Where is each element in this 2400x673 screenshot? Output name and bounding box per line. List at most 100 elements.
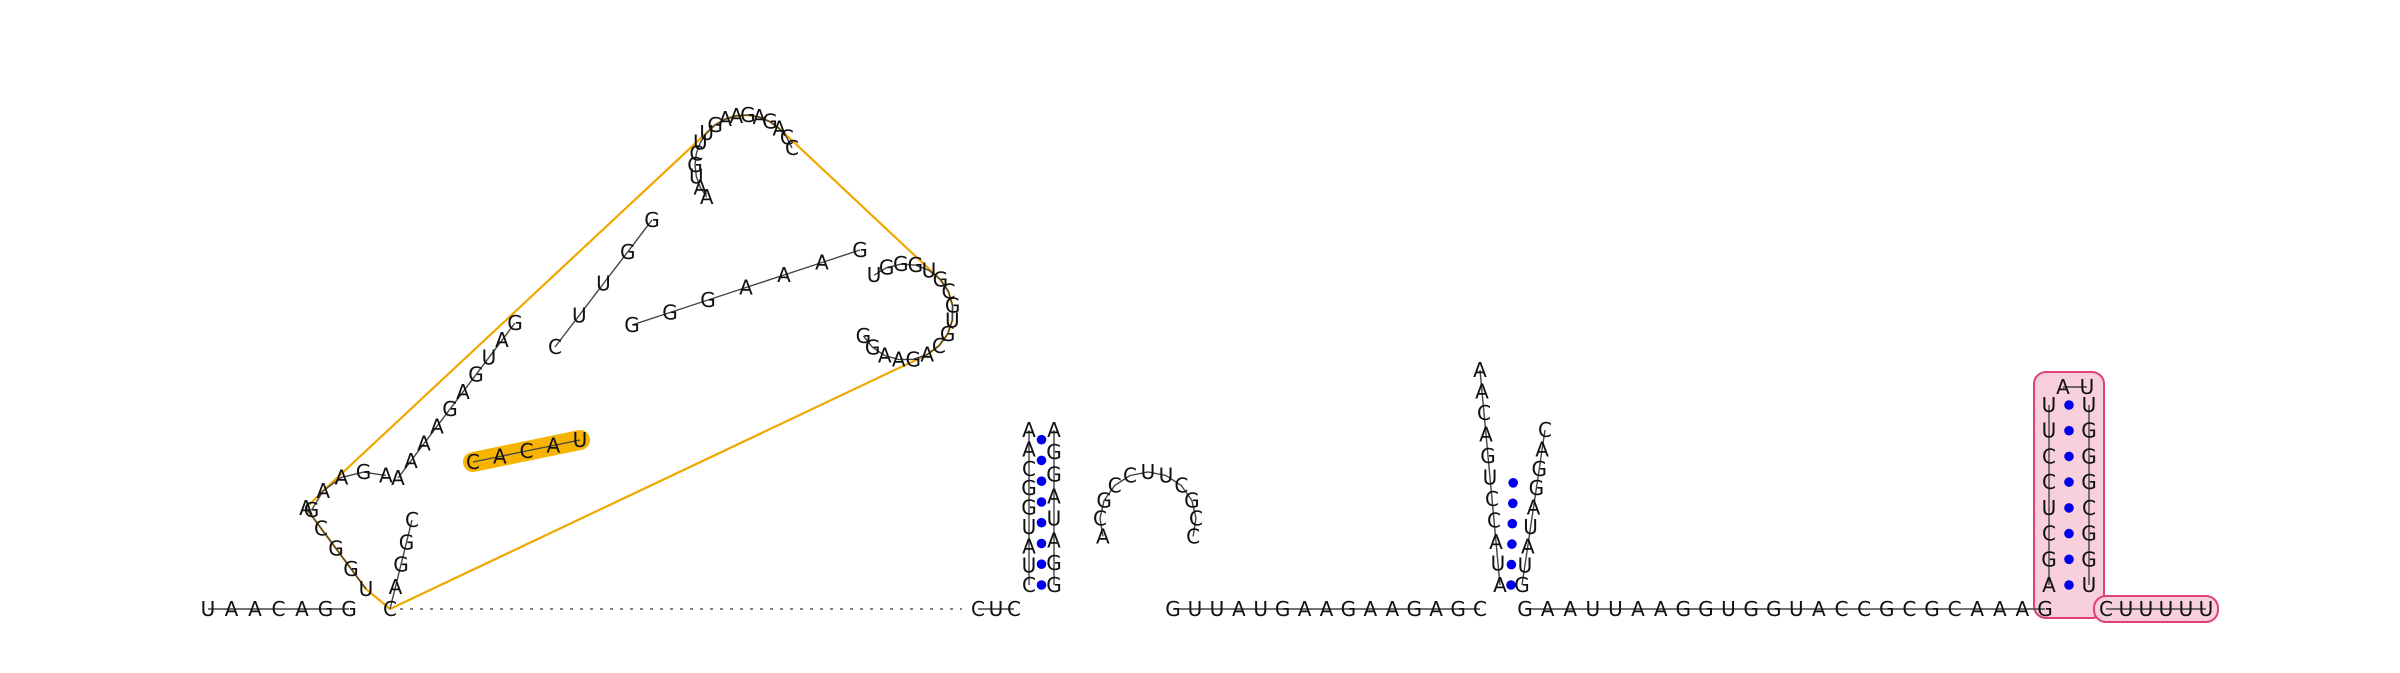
nucleotide: G: [1480, 444, 1496, 468]
nucleotide: A: [777, 263, 791, 287]
backbone-h4_left: [1479, 369, 1501, 586]
nucleotide: G: [906, 347, 922, 371]
nucleotide: U: [1047, 507, 1062, 531]
nucleotide: G: [1275, 597, 1291, 621]
nucleotide: C: [780, 126, 794, 150]
base-pair-dot: [1036, 580, 1047, 590]
nucleotide: G: [1096, 489, 1112, 513]
nucleotide: C: [1485, 487, 1499, 511]
nucleotide: G: [328, 537, 344, 561]
nucleotide: A: [1047, 529, 1061, 553]
nucleotide: C: [314, 516, 328, 540]
nucleotide: A: [1096, 524, 1110, 548]
nucleotide: A: [1527, 496, 1541, 520]
nucleotide: C: [1123, 464, 1137, 488]
nucleotide: A: [1654, 597, 1668, 621]
base-pair-dot: [2064, 451, 2074, 462]
nucleotide: A: [1631, 597, 1645, 621]
nucleotide: G: [1450, 597, 1466, 621]
nucleotide: U: [2159, 597, 2174, 621]
nucleotide: A: [892, 348, 906, 372]
nucleotide: A: [1473, 358, 1487, 382]
nucleotide: A: [1022, 534, 1036, 558]
nucleotide: U: [2042, 496, 2057, 520]
nucleotide: A: [391, 466, 405, 490]
nucleotide: A: [1479, 423, 1493, 447]
nucleotide: U: [2179, 597, 2194, 621]
nucleotide: A: [248, 597, 262, 621]
nucleotide: G: [1021, 476, 1037, 500]
base-pair-dot: [2064, 580, 2074, 590]
nucleotide: G: [687, 153, 703, 177]
nucleotide: A: [2042, 573, 2056, 597]
nucleotide: G: [2081, 547, 2097, 571]
nucleotide: C: [520, 439, 534, 463]
nucleotide: A: [1022, 437, 1036, 461]
nucleotide: G: [399, 530, 415, 554]
nucleotide: A: [495, 328, 509, 352]
nucleotide: G: [762, 110, 778, 134]
nucleotide: G: [1766, 597, 1782, 621]
nucleotide: G: [662, 301, 678, 325]
nucleotide: A: [2056, 375, 2070, 399]
nucleotide: U: [2119, 597, 2134, 621]
nucleotide: G: [624, 313, 640, 337]
nucleotide: A: [1970, 597, 1984, 621]
nucleotide: U: [2042, 393, 2057, 417]
base-pair-dot: [1036, 538, 1047, 549]
nucleotide: U: [572, 303, 587, 327]
base-pair-dot: [1036, 455, 1047, 466]
nucleotide: G: [865, 335, 881, 359]
backbone-h4_right: [1521, 429, 1546, 586]
nucleotide: C: [1186, 524, 1200, 548]
nucleotide: G: [304, 498, 320, 522]
base-pair-dot: [2064, 528, 2074, 539]
nucleotide: G: [1046, 462, 1062, 486]
base-pair-dot: [1508, 478, 1518, 488]
nucleotide: U: [1210, 597, 1225, 621]
nucleotide: C: [2042, 470, 2056, 494]
nucleotide: C: [1189, 506, 1203, 530]
nucleotide: G: [879, 256, 895, 280]
nucleotide: C: [785, 136, 799, 160]
nucleotide: A: [752, 105, 766, 129]
nucleotide: G: [1924, 597, 1940, 621]
nucleotide: U: [1022, 515, 1037, 539]
nucleotide: C: [942, 280, 956, 304]
nucleotide: A: [316, 479, 330, 503]
base-pair-dot: [1507, 539, 1517, 549]
nucleotide: U: [1585, 597, 1600, 621]
nucleotide: G: [707, 113, 723, 137]
backbone-h1_bulge: [397, 322, 516, 479]
nucleotide: G: [1517, 597, 1533, 621]
nucleotide: G: [1046, 551, 1062, 575]
nucleotide: A: [335, 465, 349, 489]
nucleotide: U: [1518, 554, 1533, 578]
nucleotide: C: [1948, 597, 1962, 621]
nucleotide: A: [1993, 597, 2007, 621]
backbone-h1_stem_down: [631, 249, 861, 326]
nucleotide: U: [1159, 464, 1174, 488]
nucleotide: A: [1563, 597, 1577, 621]
nucleotide: U: [1253, 597, 1268, 621]
nucleotide: A: [1047, 484, 1061, 508]
nucleotide: U: [2042, 419, 2057, 443]
nucleotide: U: [573, 428, 588, 452]
nucleotide: A: [1022, 418, 1036, 442]
nucleotide: C: [405, 508, 419, 532]
nucleotide: C: [1093, 506, 1107, 530]
nucleotide: G: [1406, 597, 1422, 621]
nucleotide: G: [2081, 522, 2097, 546]
nucleotide: C: [1174, 474, 1188, 498]
nucleotide: G: [740, 103, 756, 127]
nucleotide: G: [1743, 597, 1759, 621]
nucleotide: G: [507, 311, 523, 335]
nucleotide: G: [1046, 573, 1062, 597]
nucleotide: C: [272, 597, 286, 621]
nucleotide: A: [417, 432, 431, 456]
nucleotide: A: [1812, 597, 1826, 621]
nucleotide: A: [1047, 418, 1061, 442]
nucleotide: A: [693, 175, 707, 199]
backbone-h1_highlight: [472, 439, 581, 463]
